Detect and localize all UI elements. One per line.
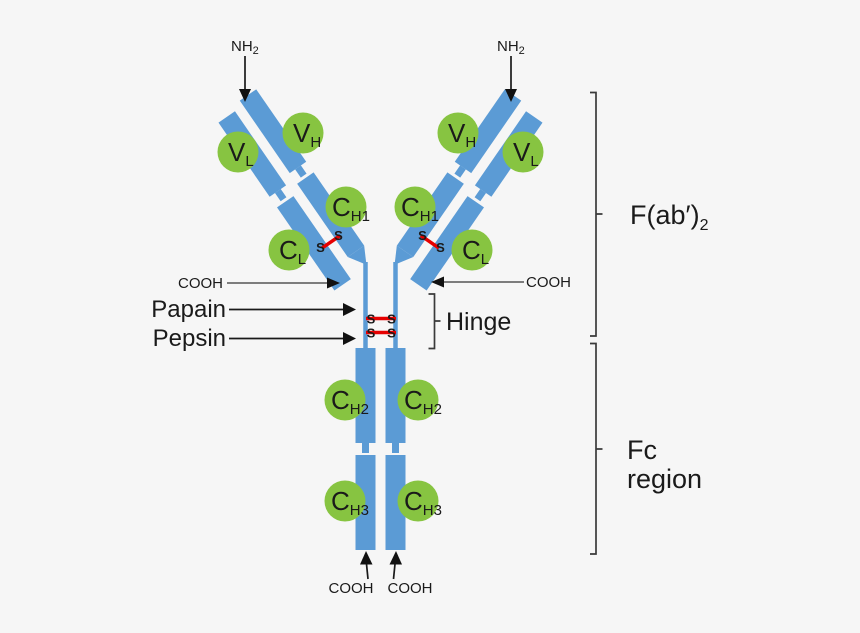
sulfur-label: S — [367, 326, 376, 341]
sulfur-label: S — [418, 228, 427, 243]
domain-circle-ch2-left — [324, 379, 366, 421]
sulfur-label: S — [316, 240, 325, 255]
fc-junction-tab-right — [392, 443, 399, 453]
sulfur-label: S — [387, 326, 396, 341]
domain-circle-cl-right — [451, 229, 493, 271]
vl-label-right: VL — [513, 137, 539, 170]
sulfur-label: S — [387, 312, 396, 327]
pepsin-arrowhead — [343, 332, 356, 345]
fc-junction-tab-left — [362, 443, 369, 453]
nh2-arrowhead-right — [505, 89, 517, 102]
papain-arrowhead — [343, 303, 356, 316]
fc-bracket — [590, 342, 603, 555]
domain-circle-vh-right — [437, 112, 479, 154]
ch3-label-right: CH3 — [404, 486, 442, 519]
cooh-arrow-bottom-right — [392, 563, 396, 580]
fab2-label: F(ab′)2 — [630, 200, 709, 234]
domain-circle-vh-left — [282, 112, 324, 154]
cooh-arrowhead-bottom-left — [360, 551, 373, 565]
fc-ch2-bar-left — [355, 348, 376, 443]
cooh-arrowhead-bottom-right — [389, 551, 402, 565]
fc-ch3-bar-left — [355, 455, 376, 550]
domain-circle-vl-right — [502, 131, 544, 173]
sulfur-label: S — [334, 228, 343, 243]
fab2-bracket — [590, 91, 603, 337]
cooh-label-left: COOH — [178, 275, 223, 292]
cl-label-right: CL — [462, 235, 489, 268]
ch2-label-right: CH2 — [404, 385, 442, 418]
cl-label-left: CL — [279, 235, 306, 268]
nh2-arrowhead-left — [239, 89, 251, 102]
cooh-label-right: COOH — [526, 274, 571, 291]
ch1-label-left: CH1 — [332, 192, 370, 225]
cooh-label-bottom-left: COOH — [329, 580, 374, 597]
fc-ch3-bar-right — [385, 455, 406, 550]
domain-circle-ch3-right — [397, 480, 439, 522]
cooh-arrowhead-left — [327, 277, 340, 289]
pepsin-label: Pepsin — [153, 325, 226, 352]
nh2-label-left: NH2 — [231, 38, 259, 57]
domain-circle-vl-left — [217, 131, 259, 173]
hinge-label: Hinge — [446, 308, 511, 336]
ch1-label-right: CH1 — [401, 192, 439, 225]
domain-circle-ch2-right — [397, 379, 439, 421]
sulfur-label: S — [436, 240, 445, 255]
ch3-label-left: CH3 — [331, 486, 369, 519]
nh2-label-right: NH2 — [497, 38, 525, 57]
cooh-label-bottom-right: COOH — [388, 580, 433, 597]
vh-label-right: VH — [448, 118, 476, 151]
vl-label-left: VL — [228, 137, 254, 170]
fc-ch2-bar-right — [385, 348, 406, 443]
domain-circle-cl-left — [268, 229, 310, 271]
domain-circle-ch1-left — [325, 186, 367, 228]
domain-circle-ch1-right — [394, 186, 436, 228]
cooh-arrow-bottom-left — [365, 563, 369, 580]
fc-region-label-line2: region — [627, 464, 702, 494]
vh-label-left: VH — [293, 118, 321, 151]
hinge-bracket — [428, 293, 441, 350]
cooh-arrowhead-right — [431, 276, 444, 288]
papain-label: Papain — [151, 296, 226, 323]
ch2-label-left: CH2 — [331, 385, 369, 418]
fc-region-label-line1: Fc — [627, 435, 657, 465]
domain-circle-ch3-left — [324, 480, 366, 522]
sulfur-label: S — [367, 312, 376, 327]
